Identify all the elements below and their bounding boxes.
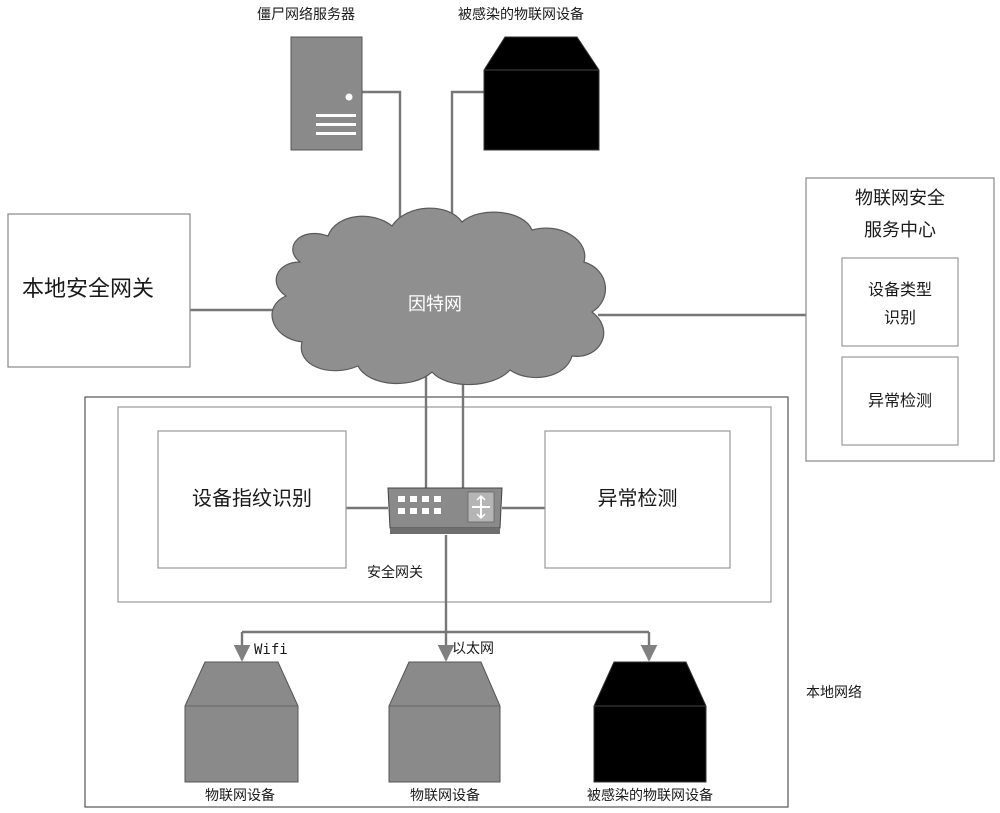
service-module-type-line1: 设备类型 — [867, 280, 932, 299]
ethernet-link-label: 以太网 — [452, 641, 494, 657]
service-center-title-line1: 物联网安全 — [855, 188, 945, 209]
infected-device-top-icon — [483, 36, 600, 151]
service-module-anomaly-box — [841, 356, 959, 446]
server-icon — [290, 36, 363, 151]
service-module-type-line2: 识别 — [883, 308, 916, 327]
gateway-area-frame — [117, 406, 772, 603]
iot-device-2-label: 物联网设备 — [410, 788, 480, 804]
local-gateway-label: 本地安全网关 — [22, 277, 155, 302]
wifi-link-label: Wifi — [254, 642, 288, 658]
link-infected-internet — [450, 90, 484, 232]
iot-device-1-icon — [184, 661, 299, 783]
service-center-title-line2: 服务中心 — [864, 220, 936, 241]
security-gateway-icon — [387, 487, 503, 534]
fingerprint-label: 设备指纹识别 — [192, 486, 312, 510]
infected-device-top-label: 被感染的物联网设备 — [458, 7, 584, 23]
iot-device-1-label: 物联网设备 — [205, 788, 275, 804]
iot-device-2-icon — [388, 661, 501, 783]
anomaly-box — [544, 430, 731, 569]
infected-device-local-icon — [593, 661, 707, 783]
fingerprint-box — [157, 430, 347, 569]
anomaly-label: 异常检测 — [597, 486, 678, 510]
infected-device-local-label: 被感染的物联网设备 — [587, 788, 713, 804]
local-network-label: 本地网络 — [806, 685, 862, 701]
link-server-internet — [362, 90, 402, 250]
local-network-frame — [84, 396, 789, 808]
local-gateway-box — [7, 213, 191, 368]
internet-cloud-icon — [271, 207, 607, 386]
internet-label: 因特网 — [408, 294, 462, 315]
service-module-anomaly-label: 异常检测 — [867, 391, 932, 410]
service-module-type-box — [841, 257, 959, 347]
zombie-server-label: 僵尸网络服务器 — [257, 7, 355, 23]
security-gateway-label: 安全网关 — [367, 565, 423, 581]
